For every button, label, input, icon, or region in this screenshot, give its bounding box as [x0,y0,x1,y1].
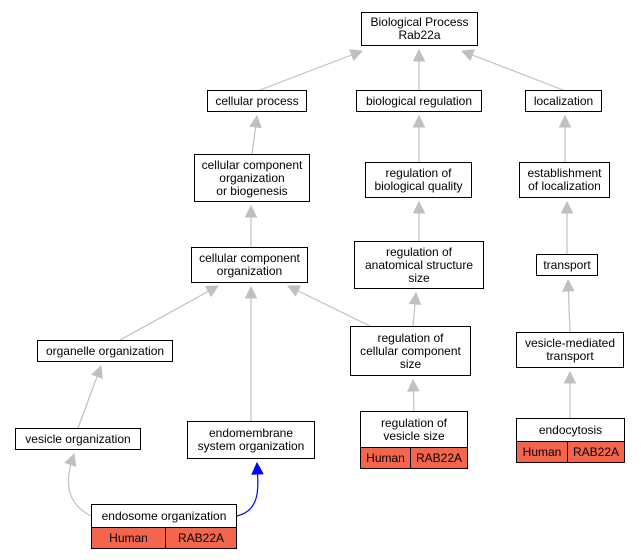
node-vesicle-mediated-transport[interactable]: vesicle-mediated transport [516,332,624,368]
arrowhead [244,204,258,218]
node-label: vesicle-mediated transport [524,336,616,363]
species-cell: Human [517,442,567,462]
node-regulation-of-biological-quality[interactable]: regulation of biological quality [365,162,472,198]
edge-line [287,285,371,327]
node-transport[interactable]: transport [536,254,598,276]
node-label: cellular process [215,93,299,108]
arrowhead [251,461,264,475]
edge-line [259,50,363,91]
arrowhead [560,200,574,214]
gene-node-title-wrap: endocytosis [517,419,624,442]
gene-node-title: endosome organization [101,509,227,523]
node-label: cellular component organization or bioge… [201,157,303,198]
edge-vesicle-mediated-transport-to-transport [562,278,575,333]
edge-localization-to-root [460,49,564,91]
node-label: organelle organization [45,343,165,358]
arrowhead [460,49,476,62]
gene-label: RAB22A [572,445,620,459]
node-regulation-of-cellular-component-size[interactable]: regulation of cellular component size [350,326,471,376]
species-cell: Human [361,448,410,468]
edge-biological-regulation-to-root [412,48,426,90]
edge-cc-organization-to-ccob [244,204,258,247]
gene-node-title-wrap: regulation of vesicle size [361,412,467,448]
node-biological-regulation[interactable]: biological regulation [356,90,482,112]
arrowhead [563,370,577,384]
node-label: vesicle organization [25,431,131,446]
node-label: Biological Process Rab22a [370,15,469,42]
edge-transport-to-establishment [560,200,574,254]
edge-endosome-organization-to-vesicle-organization [64,452,92,517]
edge-ccob-to-cellular-process [249,114,262,155]
arrowhead [562,278,575,292]
edge-regulation-bio-quality-to-biological-regulation [412,114,426,162]
arrowhead [91,364,103,379]
arrowhead [412,200,426,214]
node-label: regulation of cellular component size [360,330,461,371]
node-biological-process-root[interactable]: Biological Process Rab22a [361,12,478,46]
arrowhead [349,49,364,62]
edge-establishment-to-localization [558,114,572,162]
species-cell: Human [92,528,165,548]
gene-annotation-row: Human RAB22A [517,442,624,462]
gene-annotation-row: Human RAB22A [361,448,467,468]
node-label: localization [533,93,594,108]
arrowhead [286,285,302,297]
edge-reg-cc-size-to-reg-anatomical-size [408,291,422,327]
gene-node-title: regulation of vesicle size [380,415,448,443]
node-localization[interactable]: localization [525,90,602,112]
gene-node-endosome-organization[interactable]: endosome organization Human RAB22A [91,504,237,549]
arrowhead [558,114,572,128]
node-establishment-of-localization[interactable]: establishment of localization [519,162,610,198]
edge-vesicle-organization-to-organelle-organization [77,364,103,429]
node-vesicle-organization[interactable]: vesicle organization [15,428,141,450]
edge-reg-anatomical-size-to-reg-bio-quality [412,200,426,241]
gene-label: RAB22A [177,531,225,545]
arrowhead [407,378,420,392]
node-cellular-process[interactable]: cellular process [207,90,307,112]
arrowhead [64,452,77,467]
node-regulation-of-anatomical-structure-size[interactable]: regulation of anatomical structure size [354,241,484,289]
edge-endomembrane-to-cc-organization [244,285,258,421]
arrowhead [249,114,262,129]
species-label: Human [109,531,148,545]
species-label: Human [522,445,562,459]
node-cellular-component-organization[interactable]: cellular component organization [191,247,308,283]
gene-label: RAB22A [415,451,463,465]
edge-endosome-organization-to-endomembrane [236,461,264,517]
gene-cell: RAB22A [410,448,467,468]
node-organelle-organization[interactable]: organelle organization [37,340,173,362]
node-label: cellular component organization [199,251,300,278]
gene-cell: RAB22A [567,442,624,462]
arrowhead [244,285,258,299]
node-label: endomembrane system organization [197,426,305,453]
node-cellular-component-organization-or-biogenesis[interactable]: cellular component organization or bioge… [194,154,310,202]
gene-node-title-wrap: endosome organization [92,505,236,528]
edge-organelle-organization-to-cc-organization [119,285,219,341]
gene-cell: RAB22A [165,528,236,548]
node-label: regulation of biological quality [374,166,463,193]
edge-cellular-process-to-root [259,49,364,91]
arrowhead [412,114,426,128]
gene-node-title: endocytosis [538,423,603,437]
edge-reg-vesicle-size-to-reg-cc-size [407,378,420,412]
node-label: biological regulation [365,93,473,108]
gene-annotation-row: Human RAB22A [92,528,236,548]
gene-node-endocytosis[interactable]: endocytosis Human RAB22A [516,418,625,463]
edge-reg-cc-size-to-cc-organization [286,285,371,327]
species-label: Human [366,451,405,465]
gene-node-regulation-of-vesicle-size[interactable]: regulation of vesicle size Human RAB22A [360,411,468,469]
node-label: transport [543,257,591,272]
edge-line [461,50,564,91]
arrowhead [204,285,219,298]
node-endomembrane-system-organization[interactable]: endomembrane system organization [187,421,315,459]
node-label: establishment of localization [527,166,602,193]
node-label: regulation of anatomical structure size [364,244,474,285]
edge-line [119,285,219,341]
arrowhead [412,48,426,62]
arrowhead [408,291,422,306]
edge-endocytosis-to-vesicle-mediated-transport [563,370,577,418]
